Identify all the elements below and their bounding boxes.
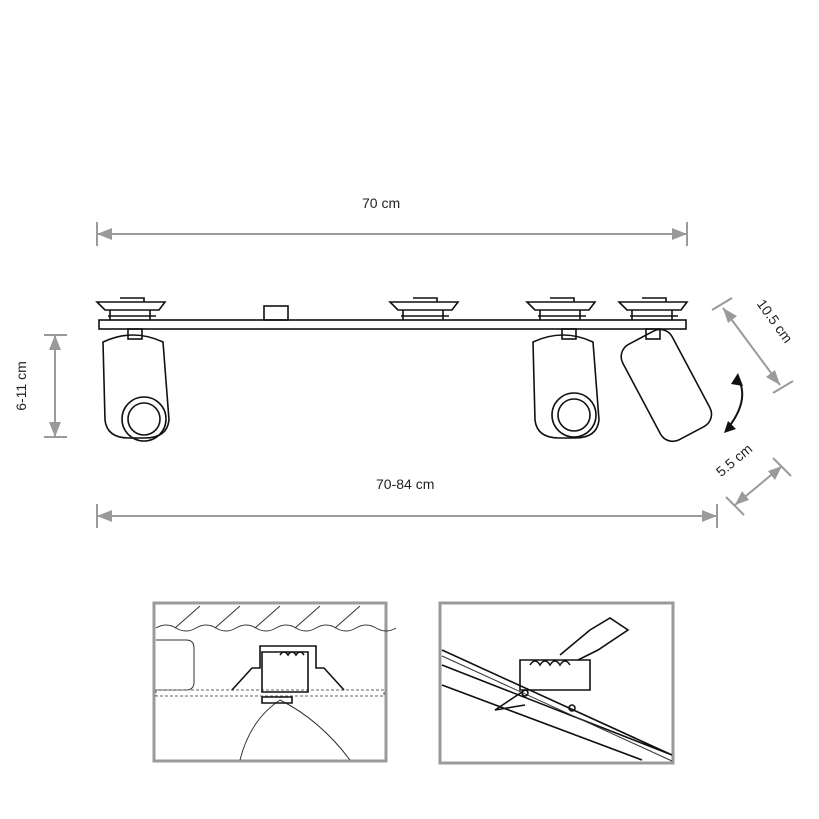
dimension-spot-length [711,297,794,394]
mounting-clip [388,297,460,320]
spotlight-middle [532,328,600,439]
mounting-clip [525,297,597,320]
installation-detail-ceiling [152,601,397,763]
track-rail [95,297,689,330]
installation-detail-rail-clip [438,601,675,765]
dimension-height [44,334,67,438]
spotlight-left [102,328,170,442]
dimension-total-length [96,504,718,528]
dimension-track-length [96,222,688,246]
spotlight-tilted [620,328,713,443]
label-total-length: 70-84 cm [376,476,435,492]
mounting-clip [95,297,167,320]
connector [263,305,289,321]
mounting-clip [617,297,689,320]
label-track-length: 70 cm [362,195,401,211]
rotation-arrow-icon [724,373,744,433]
label-height-range: 6-11 cm [12,361,29,411]
dimension-spot-diameter [725,457,792,516]
